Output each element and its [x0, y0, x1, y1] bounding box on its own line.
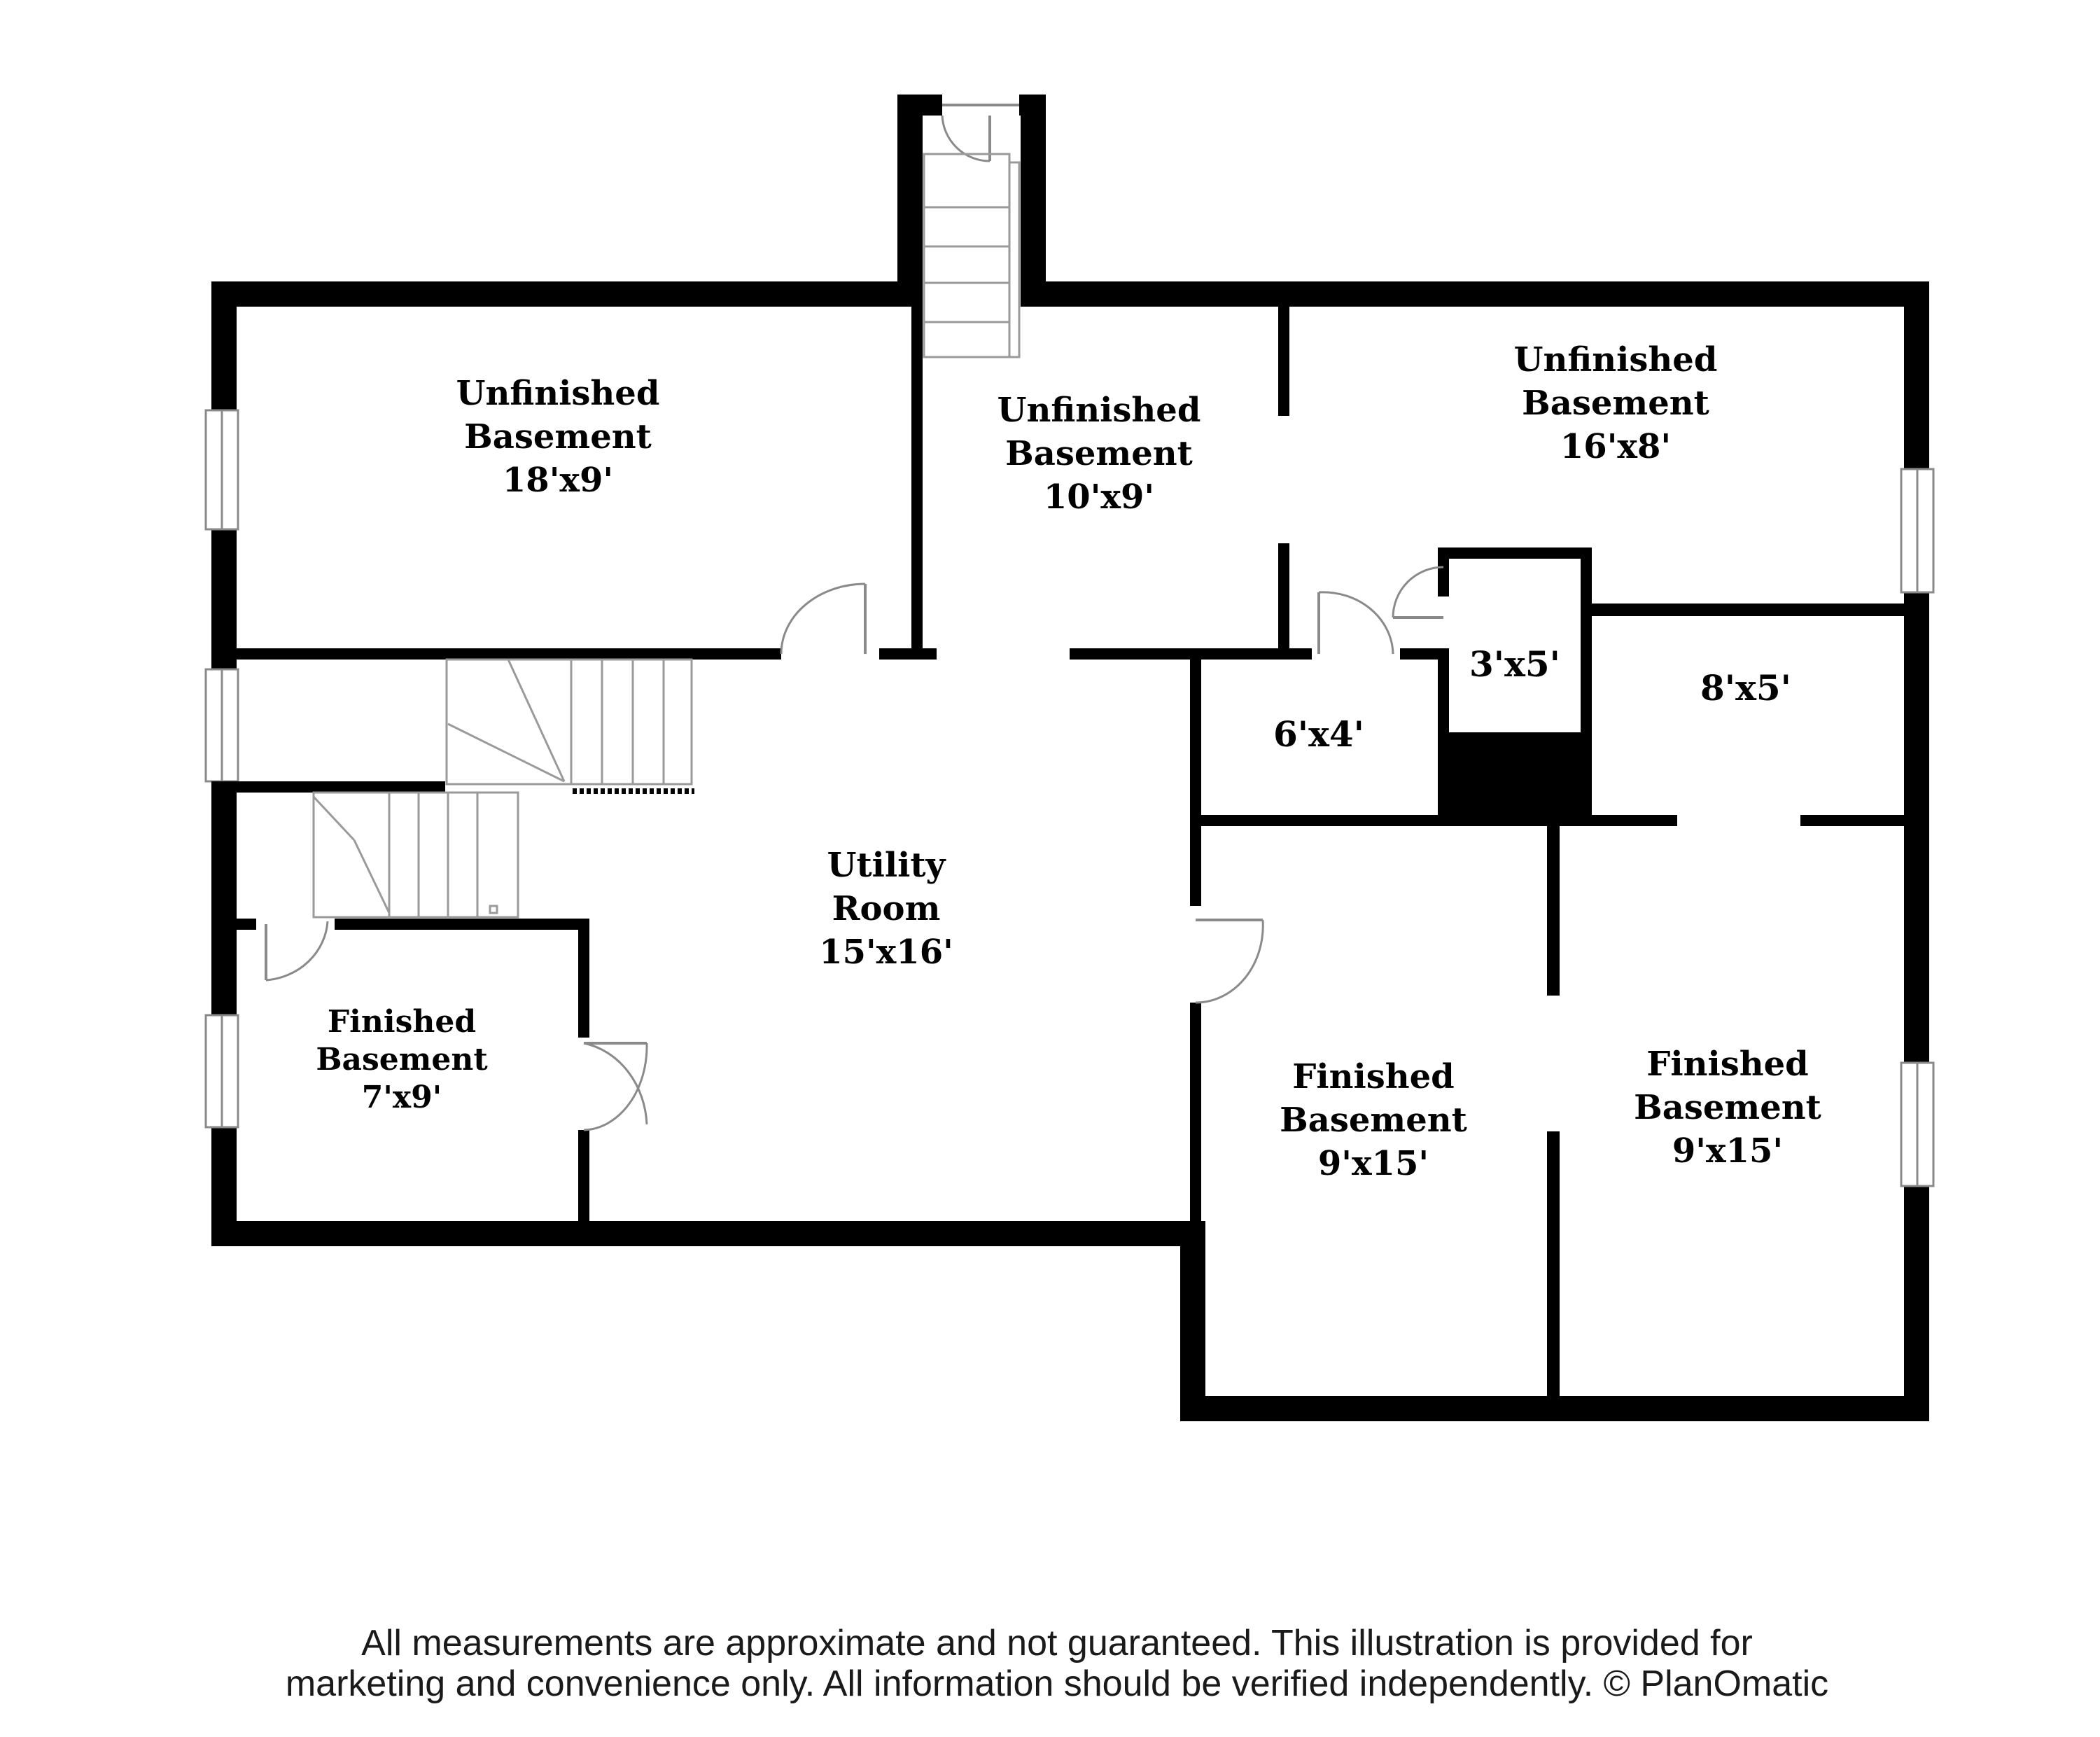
room-finished-se2-name-2: Basement [1634, 1088, 1821, 1127]
door-se-room [1195, 919, 1264, 1004]
wall-closet6x4-top-left [1190, 648, 1312, 660]
room-unfinished-nw-name-1: Unfinished [456, 374, 660, 413]
room-unfinished-center-name-2: Basement [1005, 434, 1193, 473]
wall-center-bottom [1070, 648, 1201, 660]
window-west-3 [204, 1014, 239, 1129]
disclaimer-line-2: marketing and convenience only. All info… [286, 1663, 1828, 1704]
room-finished-sw: Finished Basement 7'x9' [316, 1004, 488, 1115]
doors [265, 104, 1444, 1131]
room-unfinished-ne-size: 16'x8' [1560, 427, 1671, 466]
room-finished-sw-name-1: Finished [328, 1004, 476, 1040]
wall-se-divider-upper [1547, 815, 1560, 996]
wall-nw-right [911, 281, 923, 660]
room-closet-6x4-size: 6'x4' [1273, 713, 1364, 755]
wall-utility-east-upper [1190, 815, 1201, 906]
room-unfinished-ne-name-1: Unfinished [1514, 340, 1718, 379]
room-unfinished-center: Unfinished Basement 10'x9' [997, 391, 1201, 517]
disclaimer-line-1: All measurements are approximate and not… [361, 1623, 1753, 1663]
wall-bottom-left [211, 1221, 1205, 1246]
wall-bottom-step [1180, 1221, 1205, 1421]
door-finished-sw-top [265, 921, 329, 982]
wall-stair-tower-top-left [897, 95, 942, 116]
wall-nw-bottom [211, 648, 781, 660]
door-closet-3x5 [1392, 566, 1444, 619]
wall-ne-divider-lower [1278, 543, 1289, 660]
wall-closet3x5-left-upper [1438, 547, 1449, 597]
wall-stair-tower-right [1021, 95, 1046, 295]
exterior-walls [211, 95, 1929, 1421]
room-labels: Unfinished Basement 18'x9' Unfinished Ba… [316, 340, 1821, 1183]
window-west-2 [204, 668, 239, 783]
wall-top-left [211, 281, 923, 307]
wall-top-right [1021, 281, 1929, 307]
room-utility-name-2: Room [832, 889, 941, 928]
room-finished-se2-name-1: Finished [1646, 1045, 1808, 1084]
room-finished-se1-name-1: Finished [1292, 1057, 1454, 1096]
wall-closet6x4-top-right [1400, 648, 1441, 660]
room-unfinished-center-name-1: Unfinished [997, 391, 1201, 430]
room-closet-8x5-size: 8'x5' [1700, 667, 1791, 709]
room-closet-3x5-size: 3'x5' [1469, 643, 1560, 685]
room-finished-se1-size: 9'x15' [1318, 1144, 1429, 1183]
stair-sw [312, 791, 519, 919]
room-finished-se1-name-2: Basement [1280, 1101, 1467, 1140]
room-unfinished-nw-name-2: Basement [464, 417, 652, 456]
windows [204, 409, 1935, 1187]
wall-finished-sw-top-right [335, 919, 589, 930]
door-closet-6x4 [1317, 591, 1394, 655]
wall-stair-tower-left [897, 95, 923, 295]
chimney-block [1438, 732, 1592, 823]
wall-finished-sw-top-left [211, 919, 256, 930]
room-utility-name-1: Utility [827, 846, 947, 885]
room-unfinished-center-size: 10'x9' [1044, 477, 1154, 517]
room-utility-size: 15'x16' [819, 933, 953, 972]
wall-stair-corridor-bottom [211, 781, 445, 793]
wall-ne-divider-upper [1278, 307, 1289, 416]
wall-mid-horizontal-right [1800, 815, 1929, 826]
wall-mid-horizontal-left [1190, 815, 1677, 826]
wall-closet3x5-top [1438, 547, 1592, 559]
wall-utility-east-lower [1190, 1003, 1201, 1246]
room-finished-se2-size: 9'x15' [1672, 1131, 1783, 1171]
door-nw-room [780, 583, 867, 655]
wall-closet8x5-top [1581, 604, 1929, 616]
room-unfinished-nw-size: 18'x9' [503, 461, 613, 500]
window-west-1 [204, 409, 239, 531]
room-utility: Utility Room 15'x16' [819, 846, 953, 972]
room-finished-sw-name-2: Basement [316, 1042, 488, 1077]
stair-tower-flight [923, 153, 1021, 358]
window-east-1 [1900, 468, 1935, 594]
room-unfinished-ne-name-2: Basement [1522, 384, 1709, 423]
wall-right [1904, 281, 1929, 1421]
window-east-2 [1900, 1061, 1935, 1187]
interior-walls [211, 281, 1929, 1421]
wall-finished-sw-right-upper [578, 919, 589, 1038]
room-unfinished-nw: Unfinished Basement 18'x9' [456, 374, 660, 500]
disclaimer: All measurements are approximate and not… [286, 1623, 1828, 1704]
door-stair-tower [941, 104, 1019, 162]
door-finished-sw-right [583, 1042, 648, 1131]
wall-se-divider-lower [1547, 1131, 1560, 1421]
wall-nw-bottom-right [879, 648, 937, 660]
stair-central [445, 658, 694, 794]
stairs [312, 153, 1021, 919]
room-finished-se2: Finished Basement 9'x15' [1634, 1045, 1821, 1171]
wall-stair-tower-top-right [1019, 95, 1046, 116]
room-unfinished-ne: Unfinished Basement 16'x8' [1514, 340, 1718, 466]
wall-finished-sw-right-lower [578, 1130, 589, 1246]
room-finished-sw-size: 7'x9' [362, 1080, 442, 1115]
room-finished-se1: Finished Basement 9'x15' [1280, 1057, 1467, 1183]
